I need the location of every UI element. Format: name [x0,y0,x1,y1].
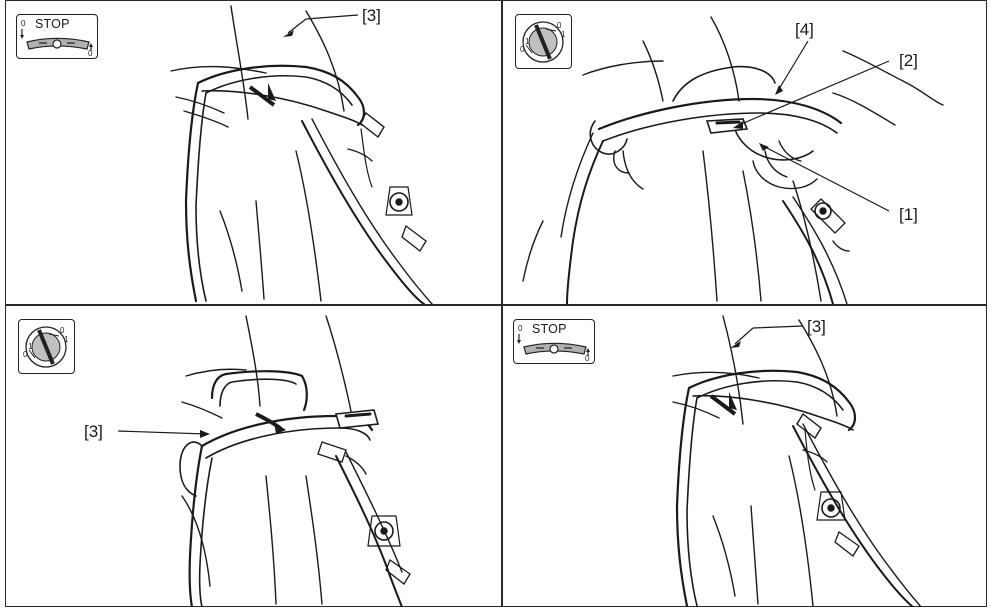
callout-label: [3] [362,7,381,24]
stop-lever-graphic [514,320,594,364]
dial-mark: 0 [23,350,27,359]
panel-top-right: [4] [2] [1] 0 1 0 1 [503,1,987,304]
stop-lever-icon: 0 STOP 0 [16,14,98,59]
stop-lever-icon: 0 STOP 0 [513,319,595,364]
callout-label: [2] [899,52,918,69]
stop-mark-bottom: 0 [88,49,92,58]
dial-mark: 1 [28,342,32,351]
torso-outline [231,6,248,119]
callout-label: [3] [84,423,103,440]
stop-lever-graphic [17,15,97,59]
dial-mark: 1 [561,30,565,39]
throttle-dial-icon: 0 1 0 1 [18,319,75,374]
torso-outline [306,11,344,111]
dial-mark: 1 [64,335,68,344]
leg-outline [296,151,321,301]
panel-bottom-left: [3] 0 1 0 1 [6,306,501,607]
leg-outline [220,211,242,291]
callout-label: [3] [807,318,826,335]
panel-top-left: [3] 0 STOP 0 [6,1,501,304]
throttle-dial-icon: 0 1 0 1 [515,14,572,69]
dial-mark: 0 [520,45,524,54]
leg-outline [256,201,264,299]
dial-mark: 0 [557,21,561,30]
callout-label: [1] [899,206,918,223]
callout-label: [4] [795,21,814,38]
dial-mark: 0 [60,326,64,335]
dial-mark: 1 [525,37,529,46]
stop-mark-bottom: 0 [585,354,589,363]
throttle-lever-illustration [503,1,987,304]
panel-bottom-right: [3] 0 STOP 0 [503,306,987,607]
throttle-release-illustration [6,306,501,607]
sleeve-line [176,97,224,113]
